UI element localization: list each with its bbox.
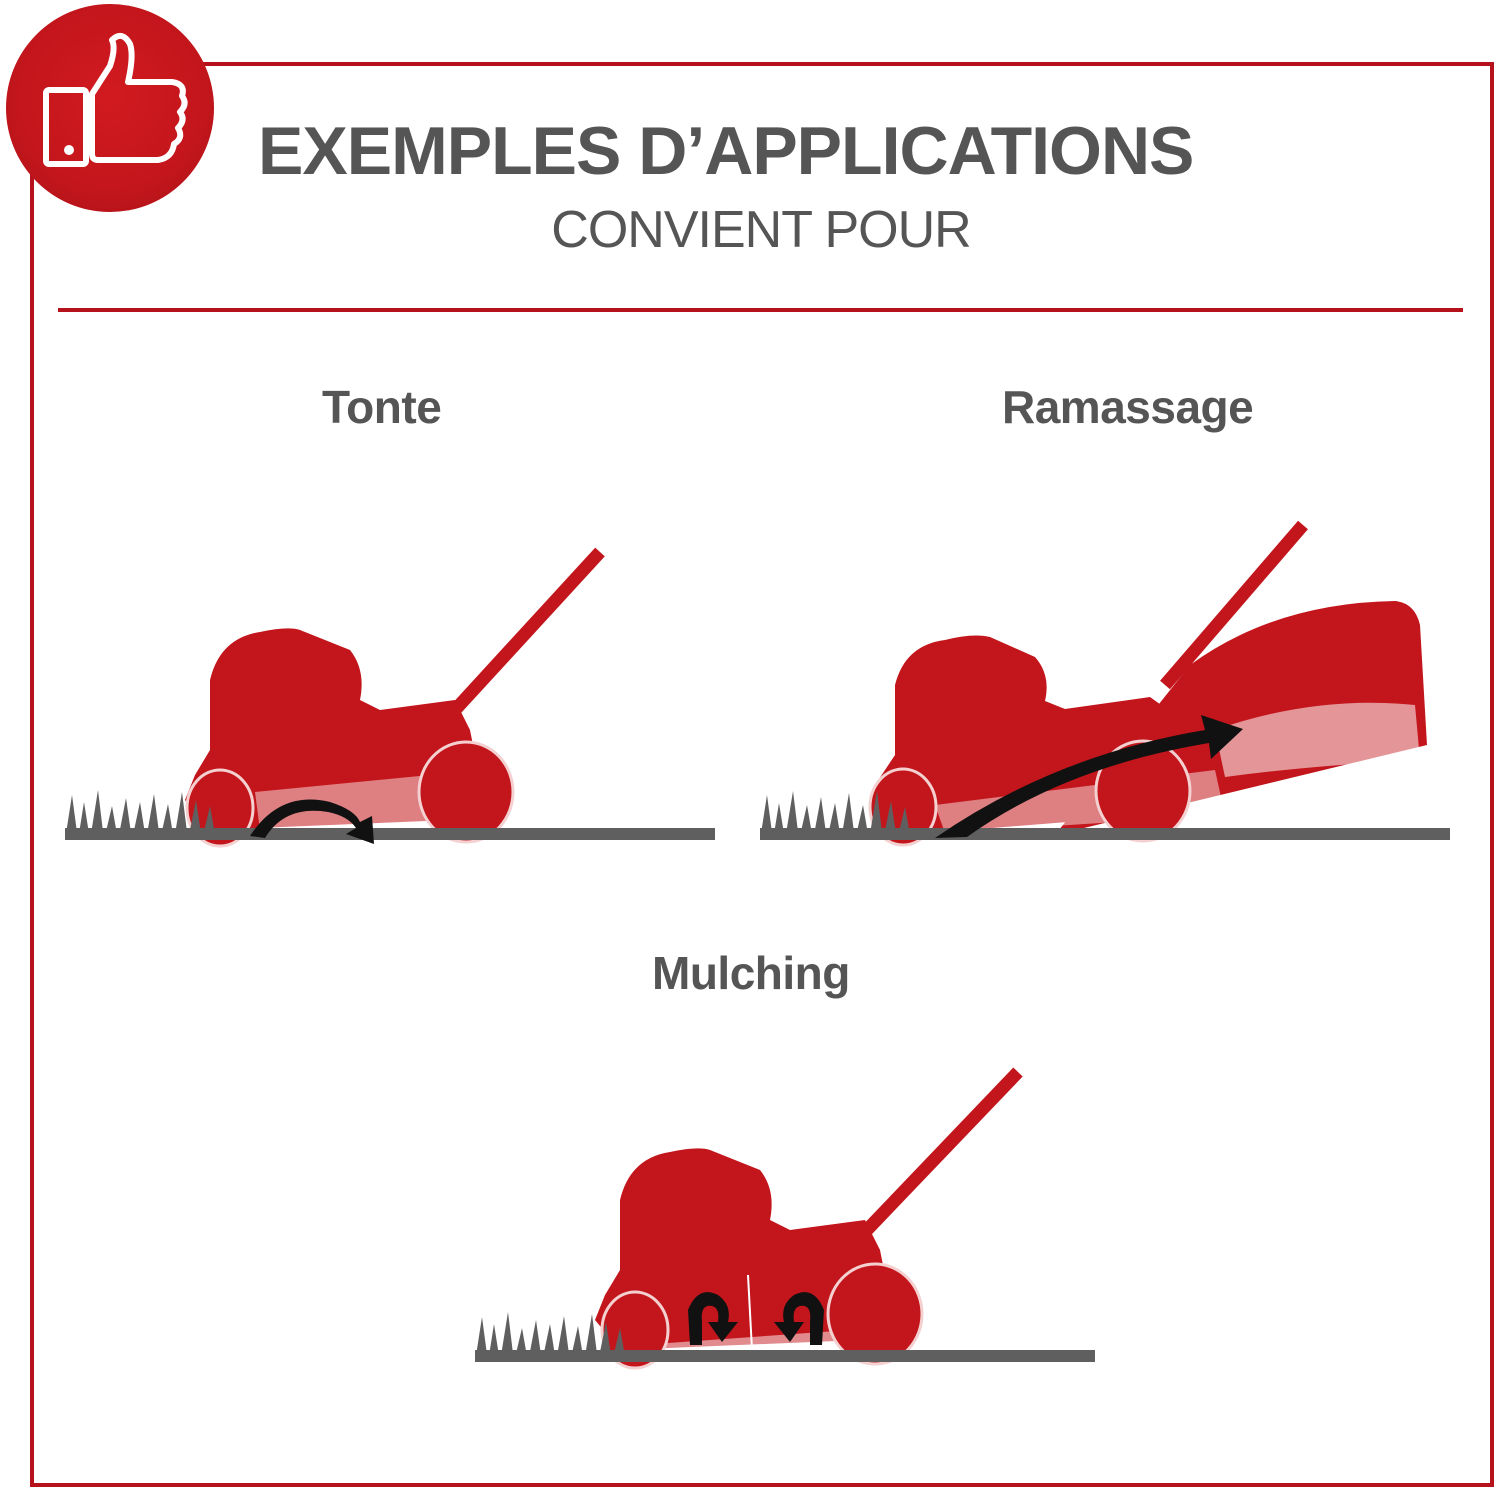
thumbs-up-badge (6, 4, 214, 212)
thumbs-up-icon (43, 32, 188, 167)
application-label-mulching: Mulching (652, 947, 850, 999)
double-circular-arrows-icon (688, 1292, 824, 1345)
application-label-ramassage: Ramassage (1002, 381, 1254, 433)
page-subtitle: CONVIENT POUR (551, 201, 971, 259)
header-divider (58, 308, 1463, 312)
lawnmower-cutting-illustration (65, 547, 715, 848)
page-title: EXEMPLES D’APPLICATIONS (258, 113, 1194, 189)
lawnmower-collecting-illustration (760, 520, 1450, 847)
curved-back-arrow-icon (250, 799, 374, 844)
content-frame (30, 62, 1494, 1487)
grass-icon (760, 791, 1450, 840)
grass-icon (65, 790, 715, 840)
application-label-tonte: Tonte (322, 381, 442, 433)
lawnmower-mulching-illustration (475, 1067, 1095, 1370)
curved-up-arrow-icon (935, 715, 1243, 838)
grass-icon (475, 1312, 1095, 1362)
